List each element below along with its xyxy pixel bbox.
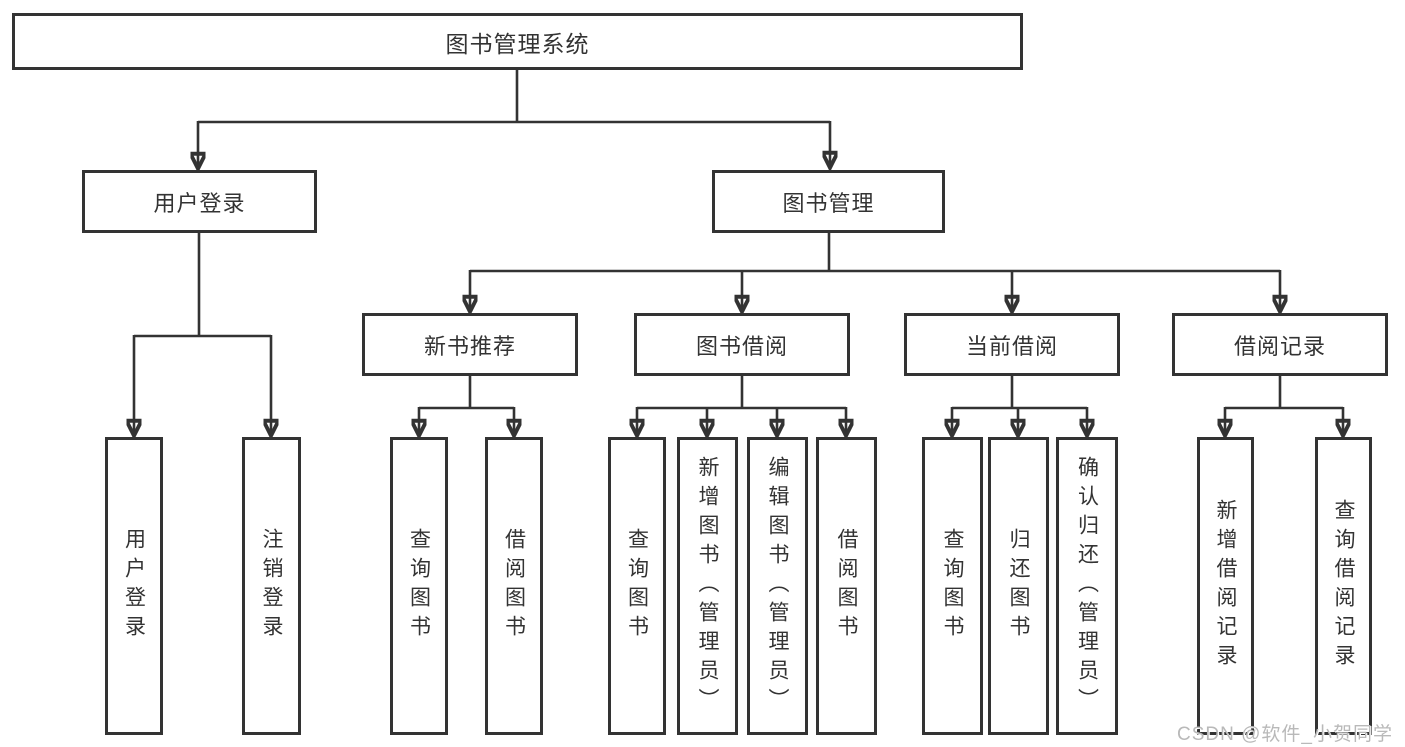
node-label: 用户登录 bbox=[122, 528, 146, 644]
node-leaf-query-borrow-record: 查询借阅记录 bbox=[1315, 437, 1372, 735]
csdn-watermark: CSDN @软件_小贺同学 bbox=[1177, 724, 1393, 745]
node-label: 确认归还（管理员） bbox=[1075, 455, 1099, 717]
node-leaf-query-books-recommend: 查询图书 bbox=[390, 437, 448, 735]
node-label: 查询借阅记录 bbox=[1332, 499, 1355, 673]
node-label: 借阅图书 bbox=[502, 528, 526, 644]
node-leaf-borrow-books-recommend: 借阅图书 bbox=[485, 437, 543, 735]
node-borrowing-records: 借阅记录 bbox=[1172, 313, 1388, 376]
node-book-management-branch: 图书管理 bbox=[712, 170, 945, 233]
node-leaf-confirm-return-admin: 确认归还（管理员） bbox=[1056, 437, 1118, 735]
node-label: 查询图书 bbox=[625, 528, 649, 644]
node-label: 图书管理系统 bbox=[445, 30, 590, 57]
node-label: 当前借阅 bbox=[965, 333, 1058, 359]
node-leaf-return-books: 归还图书 bbox=[988, 437, 1049, 735]
node-label: 用户登录 bbox=[153, 190, 246, 216]
node-label: 图书借阅 bbox=[695, 333, 788, 359]
node-label: 图书管理 bbox=[782, 190, 875, 216]
node-leaf-logout: 注销登录 bbox=[242, 437, 301, 735]
node-label: 新书推荐 bbox=[423, 333, 516, 359]
node-root-system: 图书管理系统 bbox=[12, 13, 1023, 70]
node-leaf-add-borrow-record: 新增借阅记录 bbox=[1197, 437, 1254, 735]
node-label: 编辑图书（管理员） bbox=[766, 455, 789, 717]
node-leaf-edit-books-admin: 编辑图书（管理员） bbox=[747, 437, 808, 735]
node-leaf-add-books-admin: 新增图书（管理员） bbox=[677, 437, 738, 735]
node-label: 新增借阅记录 bbox=[1214, 499, 1237, 673]
node-label: 归还图书 bbox=[1007, 528, 1030, 644]
node-label: 借阅记录 bbox=[1233, 333, 1326, 359]
node-label: 查询图书 bbox=[941, 528, 964, 644]
node-label: 注销登录 bbox=[260, 528, 283, 644]
node-current-borrowing: 当前借阅 bbox=[904, 313, 1120, 376]
node-leaf-query-books-current: 查询图书 bbox=[922, 437, 983, 735]
node-label: 借阅图书 bbox=[835, 528, 858, 644]
node-new-book-recommend: 新书推荐 bbox=[362, 313, 578, 376]
node-label: 新增图书（管理员） bbox=[696, 455, 719, 717]
node-label: 查询图书 bbox=[407, 528, 431, 644]
node-leaf-borrow-books: 借阅图书 bbox=[816, 437, 877, 735]
node-user-login-branch: 用户登录 bbox=[82, 170, 317, 233]
node-leaf-user-login: 用户登录 bbox=[105, 437, 163, 735]
node-book-borrowing: 图书借阅 bbox=[634, 313, 850, 376]
node-leaf-query-books-borrowing: 查询图书 bbox=[608, 437, 666, 735]
